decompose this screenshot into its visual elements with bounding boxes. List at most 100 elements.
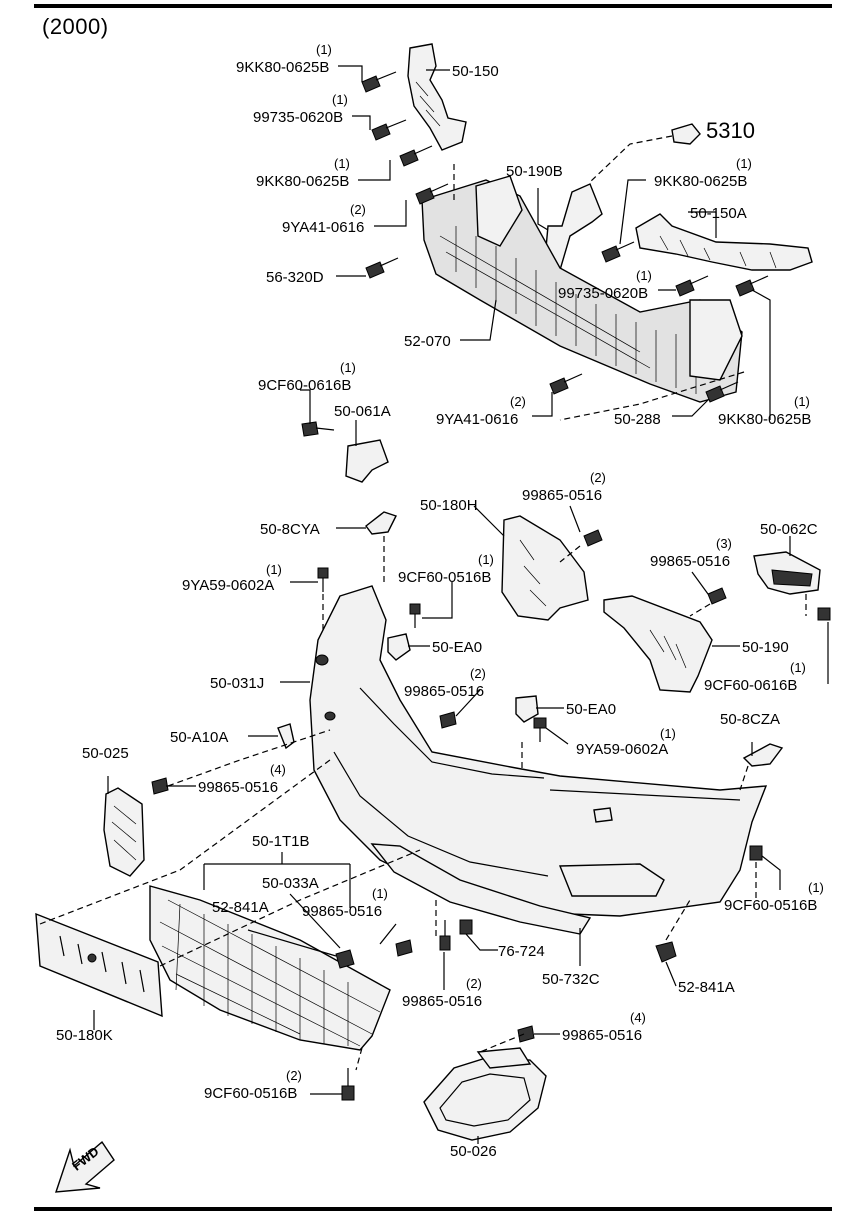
callout-qty: (4) bbox=[630, 1010, 646, 1025]
callout-part-number: 50-732C bbox=[542, 971, 600, 988]
grille-50-1t1b bbox=[149, 885, 391, 1051]
callout-part-number: 9CF60-0516B bbox=[204, 1085, 297, 1102]
callout-part-number: 99865-0516 bbox=[198, 779, 278, 796]
callout-part-number: 50-8CYA bbox=[260, 521, 320, 538]
callout-part-number: 50-EA0 bbox=[432, 639, 482, 656]
bracket-50-061a bbox=[345, 439, 389, 483]
callout-part-number: 99865-0516 bbox=[522, 487, 602, 504]
callout-part-number: 50-A10A bbox=[170, 729, 228, 746]
callout-qty: (1) bbox=[266, 562, 282, 577]
pad-50-ea0-left bbox=[387, 633, 411, 661]
bolt-icon bbox=[675, 275, 709, 297]
bolt-icon bbox=[301, 421, 335, 437]
license-bracket-50-180k bbox=[35, 912, 163, 1018]
reference-5310-label: 5310 bbox=[706, 118, 755, 143]
callout-part-number: 50-150 bbox=[452, 63, 499, 80]
bracket-50-190 bbox=[603, 595, 713, 693]
callout-qty: (1) bbox=[334, 156, 350, 171]
callout-part-number: 99865-0516 bbox=[404, 683, 484, 700]
callout-qty: (2) bbox=[466, 976, 482, 991]
assembly-lines bbox=[39, 135, 807, 1071]
bolt-icon bbox=[517, 1025, 535, 1043]
clip-50-8cza bbox=[742, 743, 784, 767]
callout-part-number: 52-841A bbox=[678, 979, 735, 996]
bolt-icon bbox=[415, 183, 449, 205]
bracket-50-180h bbox=[501, 515, 589, 621]
bolt-icon bbox=[749, 845, 763, 861]
callout-part-number: 99735-0620B bbox=[253, 109, 343, 126]
callout-part-number: 50-1T1B bbox=[252, 833, 310, 850]
bolt-icon bbox=[365, 257, 399, 279]
bolt-icon bbox=[601, 241, 635, 263]
callout-part-number: 9YA41-0616 bbox=[436, 411, 518, 428]
bolt-icon bbox=[439, 711, 457, 729]
callout-qty: (1) bbox=[790, 660, 806, 675]
callout-qty: (1) bbox=[478, 552, 494, 567]
callout-part-number: 99735-0620B bbox=[558, 285, 648, 302]
callout-part-number: 99865-0516 bbox=[302, 903, 382, 920]
clip-52-841a-right bbox=[655, 941, 677, 963]
callout-qty: (2) bbox=[510, 394, 526, 409]
callout-qty: (1) bbox=[332, 92, 348, 107]
callout-part-number: 50-026 bbox=[450, 1143, 497, 1160]
callout-part-number: 9CF60-0516B bbox=[724, 897, 817, 914]
bolt-icon bbox=[399, 145, 433, 167]
bolt-icon bbox=[341, 1068, 355, 1101]
callout-part-number: 9YA41-0616 bbox=[282, 219, 364, 236]
callout-qty: (1) bbox=[660, 726, 676, 741]
callout-part-number: 50-031J bbox=[210, 675, 264, 692]
bolt-icon bbox=[459, 919, 473, 935]
callout-qty: (2) bbox=[286, 1068, 302, 1083]
callout-qty: (2) bbox=[590, 470, 606, 485]
bolt-icon bbox=[371, 119, 407, 141]
callout-qty: (1) bbox=[794, 394, 810, 409]
callout-part-number: 76-724 bbox=[498, 943, 545, 960]
callout-qty: (1) bbox=[340, 360, 356, 375]
top-border-rule bbox=[34, 4, 832, 8]
callout-part-number: 50-288 bbox=[614, 411, 661, 428]
callout-part-number: 56-320D bbox=[266, 269, 324, 286]
bracket-50-150 bbox=[407, 43, 467, 151]
callout-part-number: 50-EA0 bbox=[566, 701, 616, 718]
bolt-icon bbox=[549, 373, 583, 395]
callout-part-number: 50-061A bbox=[334, 403, 391, 420]
bolt-icon bbox=[361, 71, 397, 93]
callout-part-number: 99865-0516 bbox=[562, 1027, 642, 1044]
callout-part-number: 50-190 bbox=[742, 639, 789, 656]
bolt-icon bbox=[533, 717, 547, 742]
bolt-icon bbox=[151, 777, 169, 795]
callout-qty: (2) bbox=[350, 202, 366, 217]
callout-part-number: 9KK80-0625B bbox=[718, 411, 811, 428]
callout-part-number: 9KK80-0625B bbox=[236, 59, 329, 76]
bottom-border-rule bbox=[34, 1207, 832, 1211]
bolt-icon bbox=[817, 607, 831, 621]
callout-part-number: 50-180H bbox=[420, 497, 478, 514]
callout-qty: (3) bbox=[716, 536, 732, 551]
pad-50-ea0-right bbox=[515, 695, 539, 723]
clip-50-8cya bbox=[365, 511, 397, 535]
bolt-icon bbox=[317, 567, 329, 592]
callout-part-number: 9KK80-0625B bbox=[654, 173, 747, 190]
clip-5310-icon bbox=[671, 123, 701, 145]
fog-bezel-50-026 bbox=[423, 1057, 547, 1141]
callout-part-number: 9CF60-0516B bbox=[398, 569, 491, 586]
bolt-icon bbox=[409, 603, 421, 628]
bolt-icon bbox=[395, 939, 413, 957]
leader-lines bbox=[93, 65, 829, 1144]
callout-part-number: 52-841A bbox=[212, 899, 269, 916]
callout-qty: (1) bbox=[808, 880, 824, 895]
fwd-arrow-icon bbox=[54, 1140, 115, 1193]
callout-part-number: 50-150A bbox=[690, 205, 747, 222]
bumper-cover-50-031j bbox=[309, 585, 768, 917]
callout-part-number: 99865-0516 bbox=[402, 993, 482, 1010]
callout-part-number: 9YA59-0602A bbox=[182, 577, 274, 594]
bolt-icon bbox=[735, 275, 769, 297]
callout-part-number: 9YA59-0602A bbox=[576, 741, 668, 758]
callout-part-number: 50-180K bbox=[56, 1027, 113, 1044]
callout-part-number: 9CF60-0616B bbox=[704, 677, 797, 694]
bolt-icon bbox=[439, 920, 451, 951]
callout-part-number: 50-033A bbox=[262, 875, 319, 892]
bolt-icon bbox=[707, 587, 727, 605]
callout-qty: (1) bbox=[316, 42, 332, 57]
